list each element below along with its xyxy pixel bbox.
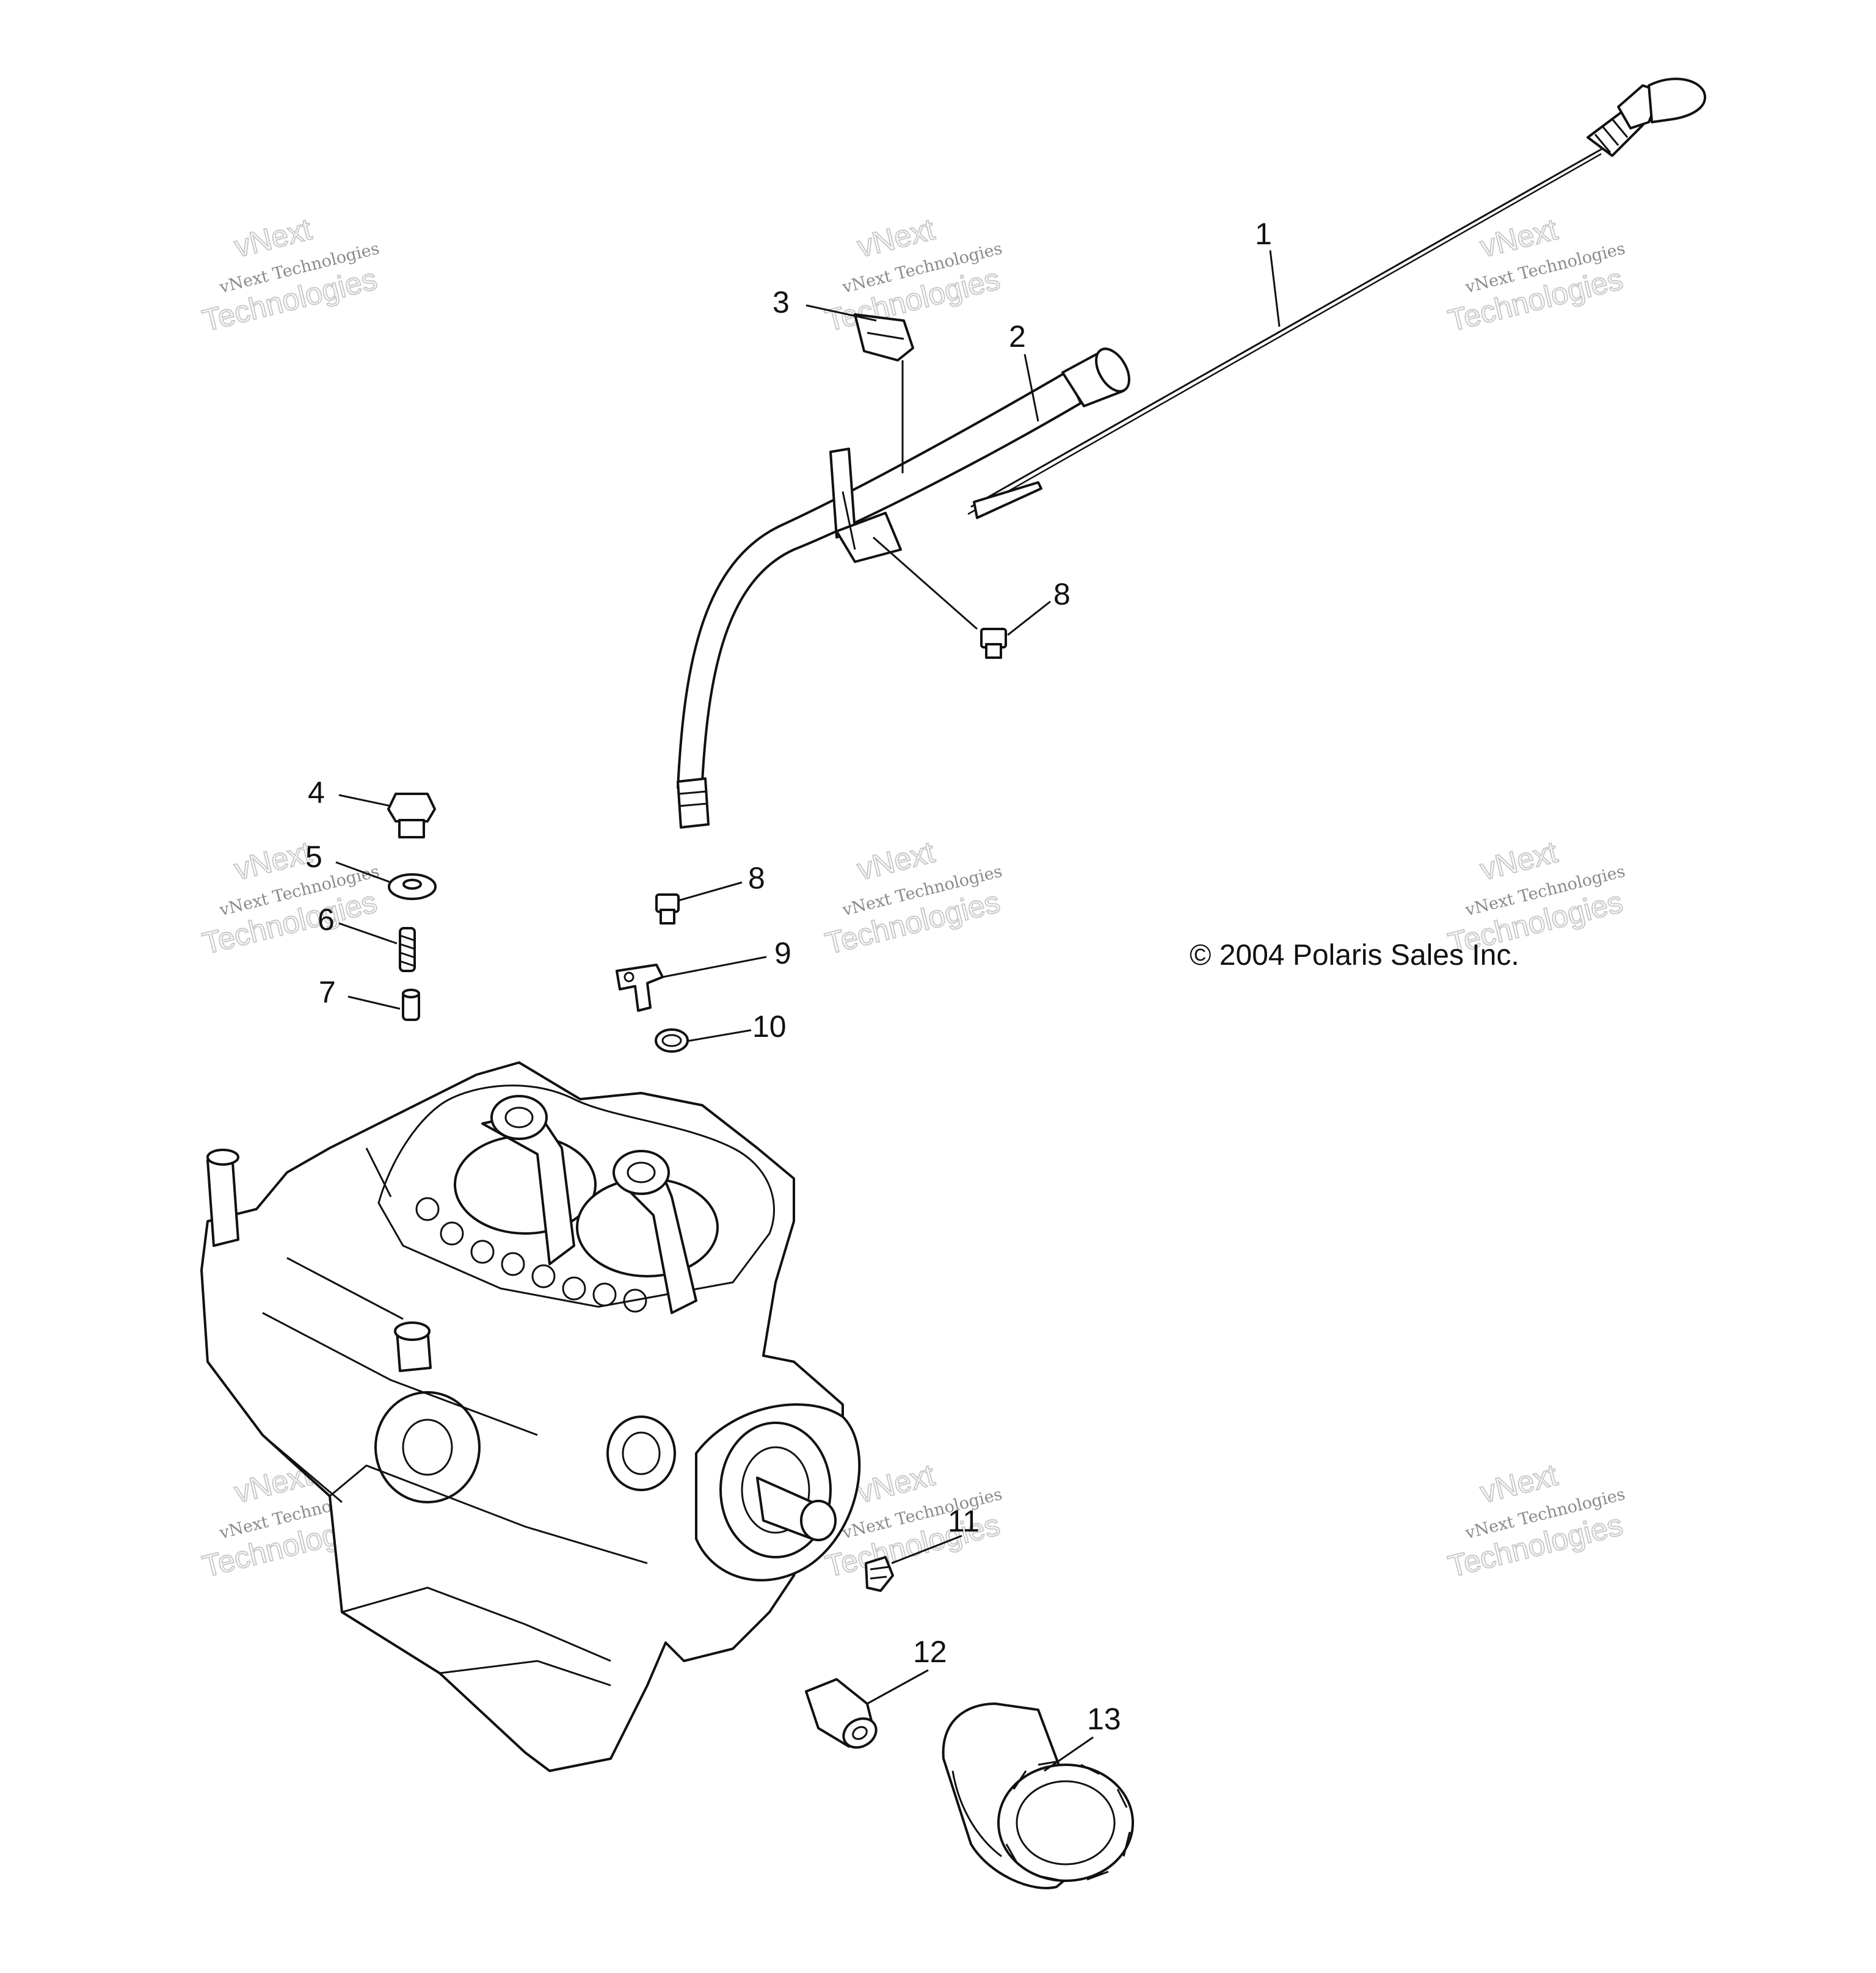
pin-icon	[402, 989, 420, 1021]
leader-7	[347, 995, 401, 1010]
callout-2: 2	[1009, 319, 1026, 354]
clip-icon	[829, 313, 914, 563]
watermark-line1: vNext	[1477, 1458, 1561, 1510]
leader-lines	[335, 250, 1281, 1772]
leader-11	[891, 1535, 962, 1564]
dipstick-tube-icon	[677, 347, 1130, 829]
callout-11: 11	[948, 1504, 980, 1538]
fitting-icon	[865, 1556, 894, 1592]
watermark-line1: vNext	[231, 835, 315, 887]
callout-3: 3	[773, 285, 790, 319]
oil-filter-icon	[942, 1702, 1134, 1889]
leader-3-clip-bolt	[873, 536, 978, 630]
leader-4	[338, 794, 391, 807]
watermark-line1: vNext	[1477, 212, 1561, 264]
leader-2	[1023, 354, 1039, 422]
leader-8-lower	[677, 881, 743, 902]
watermark-line1: vNext	[1477, 835, 1561, 887]
leader-6	[338, 922, 398, 945]
leader-10	[686, 1029, 752, 1042]
dipstick-icon	[967, 78, 1706, 519]
fitting-icon	[805, 1678, 878, 1749]
bolt-icon	[387, 793, 436, 838]
leader-5	[335, 861, 391, 884]
watermark-line1: vNext	[231, 212, 315, 264]
callout-13: 13	[1087, 1702, 1121, 1736]
watermark-line1: vNext	[854, 212, 938, 264]
bolt-icon	[655, 893, 680, 925]
o-ring-icon	[655, 1028, 689, 1053]
bracket-icon	[616, 964, 664, 1012]
watermark-mid-center: vNext vNext Technologies Technologies	[821, 834, 1004, 962]
watermark-mid-left: vNext vNext Technologies Technologies	[198, 834, 381, 962]
callout-9: 9	[774, 936, 791, 970]
callout-7: 7	[319, 975, 336, 1009]
callout-4: 4	[308, 776, 325, 810]
leader-8-upper	[1007, 600, 1051, 636]
callout-5: 5	[305, 840, 322, 874]
bolt-icon	[980, 628, 1007, 659]
callout-8-lower: 8	[748, 861, 765, 895]
leader-12	[867, 1669, 929, 1705]
leader-13	[1044, 1736, 1094, 1772]
leader-1	[1269, 250, 1281, 327]
leader-9	[662, 956, 767, 978]
watermark-line1: vNext	[854, 1458, 938, 1510]
crankcase-icon	[200, 1061, 861, 1772]
copyright-text: © 2004 Polaris Sales Inc.	[1190, 939, 1519, 972]
washer-icon	[388, 873, 437, 900]
watermark-top-right: vNext vNext Technologies Technologies	[1444, 211, 1627, 339]
callout-1: 1	[1255, 217, 1272, 251]
watermark-top-center: vNext vNext Technologies Technologies	[821, 211, 1004, 339]
callout-8-upper: 8	[1053, 577, 1071, 611]
watermark-line1: vNext	[854, 835, 938, 887]
watermark-bottom-right: vNext vNext Technologies Technologies	[1444, 1457, 1627, 1585]
leader-3	[805, 304, 877, 322]
callout-12: 12	[913, 1635, 947, 1669]
watermark-top-left: vNext vNext Technologies Technologies	[198, 211, 381, 339]
callout-10: 10	[752, 1009, 787, 1044]
spring-icon	[399, 927, 416, 972]
callout-6: 6	[318, 903, 335, 937]
